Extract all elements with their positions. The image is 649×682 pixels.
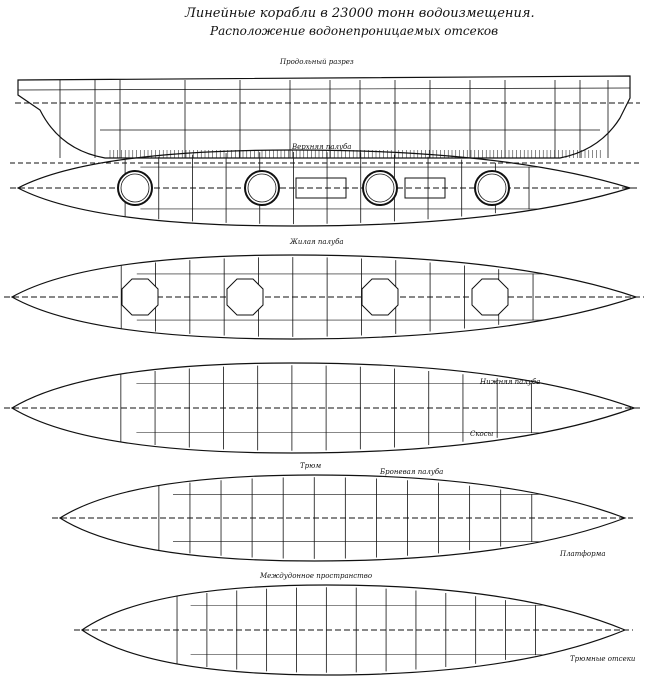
turret-ring bbox=[477, 173, 507, 203]
view-label-living-deck: Жилая палуба bbox=[290, 238, 344, 246]
view-label-double-bottom: Междудонное пространство bbox=[260, 572, 373, 580]
barbette-octagon bbox=[226, 278, 264, 316]
note-slopes: Скосы bbox=[470, 430, 494, 438]
drawing-subtitle: Расположение водонепроницаемых отсеков bbox=[210, 24, 499, 38]
note-platform: Платформа bbox=[560, 550, 606, 558]
deck-hatch bbox=[404, 177, 446, 199]
turret-barbette bbox=[474, 170, 510, 206]
turret-barbette bbox=[117, 170, 153, 206]
turret-barbette bbox=[244, 170, 280, 206]
barbette-octagon bbox=[471, 278, 509, 316]
hull-plan-0 bbox=[16, 149, 633, 227]
view-label-lower-deck: Нижняя палуба bbox=[480, 378, 541, 386]
turret-ring bbox=[247, 173, 277, 203]
turret-ring bbox=[365, 173, 395, 203]
view-label-upper-deck: Верхняя палуба bbox=[292, 143, 352, 151]
upper-deck-line bbox=[17, 87, 631, 91]
barbette-octagon bbox=[121, 278, 159, 316]
drawing-title: Линейные корабли в 23000 тонн водоизмеще… bbox=[185, 6, 535, 21]
view-label-profile: Продольный разрез bbox=[280, 58, 354, 66]
turret-barbette bbox=[362, 170, 398, 206]
deck-hatch bbox=[295, 177, 347, 199]
hull-profile bbox=[17, 75, 631, 159]
note-hold-compartments: Трюмные отсеки bbox=[570, 655, 636, 663]
view-label-hold: Трюм bbox=[300, 462, 322, 470]
turret-ring bbox=[120, 173, 150, 203]
note-armor-deck: Броневая палуба bbox=[380, 468, 444, 476]
barbette-octagon bbox=[361, 278, 399, 316]
